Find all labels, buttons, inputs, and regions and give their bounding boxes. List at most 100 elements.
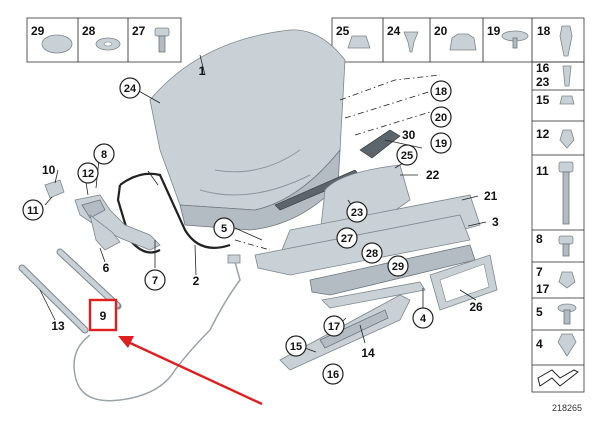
- trunk-seal: [119, 172, 231, 249]
- part-label-15: 15: [536, 93, 550, 107]
- svg-text:4: 4: [420, 313, 427, 325]
- callout-1: 1: [199, 64, 206, 78]
- part-label-18: 18: [537, 24, 551, 38]
- callout-8: 8: [93, 143, 115, 165]
- callout-19: 19: [430, 132, 452, 154]
- svg-text:10: 10: [42, 163, 56, 177]
- callout-23: 23: [346, 201, 368, 223]
- clip-24-icon: [403, 31, 419, 53]
- nut-4-icon: [557, 333, 577, 357]
- assembly-lines: [234, 74, 441, 251]
- callout-10: 10: [42, 163, 56, 177]
- column-frame: [531, 61, 585, 393]
- svg-text:14: 14: [361, 346, 375, 360]
- highlight-box: [88, 298, 118, 332]
- svg-text:16: 16: [327, 369, 339, 381]
- callout-28: 28: [361, 242, 383, 264]
- callout-17: 17: [323, 315, 345, 337]
- svg-text:24: 24: [124, 83, 137, 95]
- part-label-4: 4: [536, 337, 543, 351]
- svg-text:5: 5: [221, 223, 227, 235]
- svg-text:1: 1: [199, 64, 206, 78]
- screw-8-icon: [558, 235, 574, 257]
- svg-text:22: 22: [426, 168, 440, 182]
- part-label-8: 8: [536, 232, 543, 246]
- svg-text:25: 25: [401, 150, 413, 162]
- cap-29-icon: [41, 34, 73, 54]
- callout-25: 25: [396, 144, 418, 166]
- part-label-16: 16: [536, 61, 550, 75]
- clip-5-icon: [557, 303, 577, 325]
- small-parts-box-top-left: 29 28 27: [26, 17, 182, 63]
- trunk-lid: [149, 29, 346, 231]
- clip-20-icon: [449, 33, 477, 51]
- nut-15-icon: [559, 95, 575, 105]
- callout-30: 30: [402, 128, 416, 142]
- symbol-icon: [537, 369, 579, 387]
- callout-18: 18: [430, 80, 452, 102]
- pin-16-icon: [562, 65, 572, 87]
- box-frame: [26, 17, 182, 63]
- svg-text:20: 20: [435, 112, 447, 124]
- small-parts-box-top-right: 25 24 20 19 18: [331, 17, 585, 63]
- svg-text:15: 15: [290, 341, 302, 353]
- gas-strut-9: [56, 248, 122, 310]
- box-frame: [331, 17, 585, 63]
- callout-29: 29: [387, 255, 409, 277]
- strip-30: [359, 129, 401, 159]
- svg-text:18: 18: [435, 86, 447, 98]
- callout-20: 20: [430, 106, 452, 128]
- svg-text:6: 6: [103, 261, 110, 275]
- callout-27: 27: [336, 227, 358, 249]
- callout-24: 24: [119, 77, 141, 99]
- svg-text:27: 27: [341, 233, 353, 245]
- svg-text:23: 23: [351, 207, 363, 219]
- callout-21: 21: [484, 189, 498, 203]
- part-label-27: 27: [132, 24, 146, 38]
- hinge-6: [74, 194, 161, 251]
- svg-text:19: 19: [435, 138, 447, 150]
- part-label-17: 17: [536, 282, 550, 296]
- callout-4: 4: [412, 307, 434, 329]
- part-label-12: 12: [536, 127, 550, 141]
- svg-text:11: 11: [27, 205, 39, 217]
- svg-text:29: 29: [392, 261, 404, 273]
- callout-2: 2: [193, 274, 200, 288]
- red-arrow-icon: [118, 336, 263, 406]
- part-label-28: 28: [82, 24, 96, 38]
- svg-text:3: 3: [492, 215, 499, 229]
- svg-text:12: 12: [82, 168, 94, 180]
- callout-13: 13: [51, 319, 65, 333]
- part-label-5: 5: [536, 305, 543, 319]
- svg-text:21: 21: [484, 189, 498, 203]
- part-label-20: 20: [434, 24, 448, 38]
- part-label-29: 29: [31, 24, 45, 38]
- svg-text:13: 13: [51, 319, 65, 333]
- image-number: 218265: [552, 403, 582, 413]
- part-label-24: 24: [387, 24, 401, 38]
- nut-12-icon: [559, 129, 575, 149]
- svg-text:17: 17: [328, 321, 340, 333]
- bolt-11-icon: [558, 161, 574, 225]
- bracket-10: [44, 179, 65, 199]
- part-label-23: 23: [536, 75, 550, 89]
- screw-27-icon: [154, 27, 170, 53]
- svg-text:8: 8: [101, 149, 107, 161]
- part-label-25: 25: [336, 24, 350, 38]
- callout-6: 6: [103, 261, 110, 275]
- nut-7-icon: [558, 271, 576, 289]
- highlight-part-9: 9: [88, 298, 118, 332]
- highlight-label: 9: [100, 309, 107, 323]
- callout-3: 3: [492, 215, 499, 229]
- callout-5: 5: [213, 217, 235, 239]
- svg-text:28: 28: [366, 248, 378, 260]
- clip-18-icon: [559, 25, 573, 57]
- callout-12: 12: [77, 162, 99, 184]
- svg-text:2: 2: [193, 274, 200, 288]
- callout-15: 15: [285, 335, 307, 357]
- part-label-19: 19: [487, 24, 501, 38]
- svg-text:30: 30: [402, 128, 416, 142]
- part-label-7: 7: [536, 265, 543, 279]
